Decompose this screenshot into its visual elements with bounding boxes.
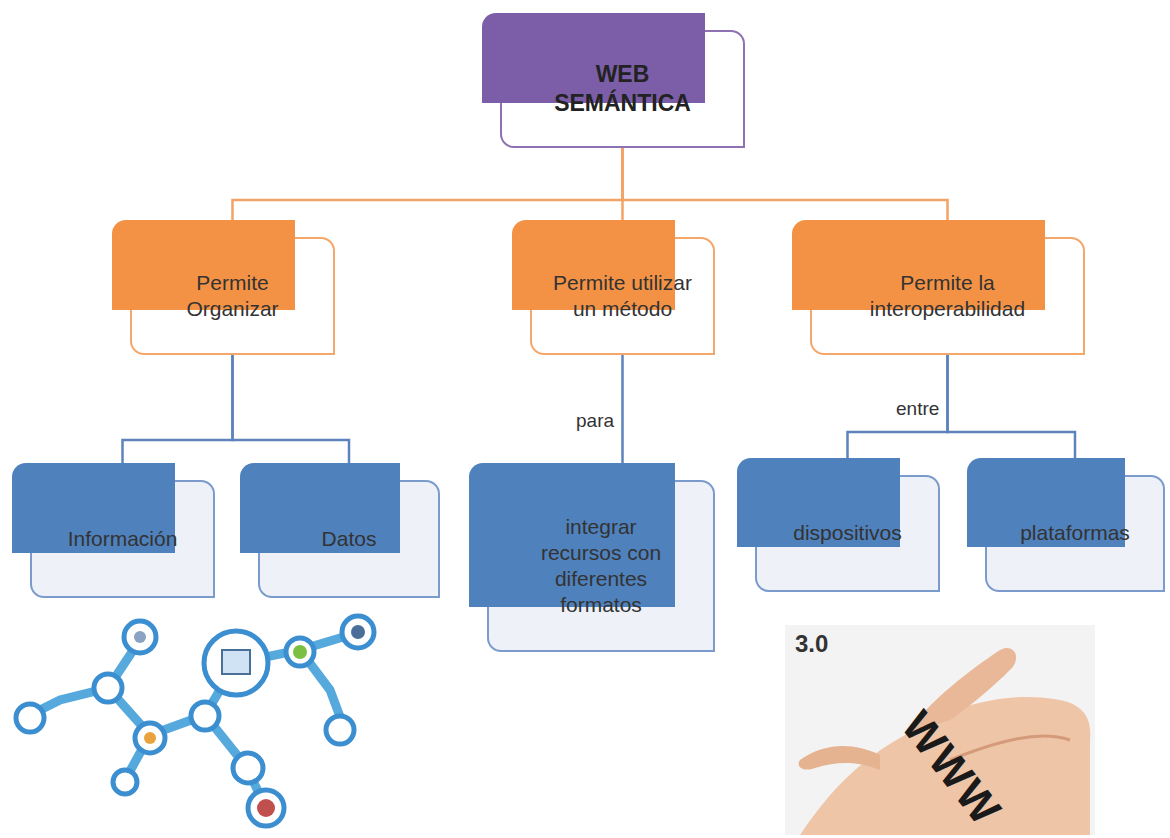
shadow-box (512, 220, 675, 310)
node-text: dispositivos (793, 520, 902, 546)
item-box: integrar recursos con diferentes formato… (487, 480, 715, 652)
version-label: 3.0 (793, 630, 830, 658)
connector-line (948, 355, 1076, 475)
concept-box: Permite Organizar (130, 237, 335, 355)
connector-line (848, 355, 948, 475)
item-box: Datos (258, 480, 440, 598)
node-text: Permite utilizar un método (550, 270, 695, 323)
concept-box: Permite la interoperabilidad (810, 237, 1085, 355)
shadow-box (112, 220, 295, 310)
item-box: Información (30, 480, 215, 598)
edge-label: para (574, 410, 616, 432)
node-text: Datos (322, 526, 377, 552)
shadow-box (482, 13, 705, 103)
edge-label: entre (894, 398, 941, 420)
title-box: WEB SEMÁNTICA (500, 30, 745, 148)
connector-line (123, 355, 233, 480)
connector-line (233, 355, 350, 480)
node-text: Permite Organizar (152, 270, 313, 323)
node-text: integrar recursos con diferentes formato… (527, 514, 675, 619)
item-box: plataformas (985, 475, 1165, 592)
connector-line (621, 355, 624, 480)
node-text: WEB SEMÁNTICA (547, 60, 698, 118)
concept-box: Permite utilizar un método (530, 237, 715, 355)
node-text: plataformas (1020, 520, 1130, 546)
shadow-box (792, 220, 1045, 310)
item-box: dispositivos (755, 475, 940, 592)
node-text: Información (68, 526, 178, 552)
node-text: Permite la interoperabilidad (832, 270, 1063, 323)
